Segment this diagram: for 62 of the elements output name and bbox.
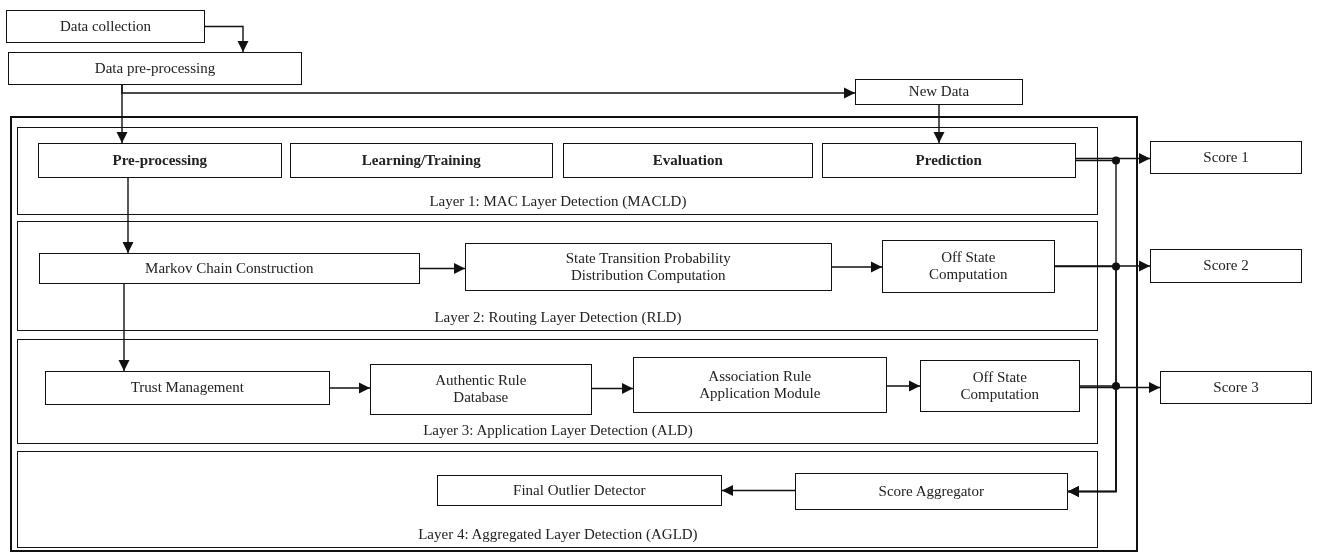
box-label: Learning/Training — [361, 151, 481, 169]
box-label: Off State Computation — [928, 249, 1009, 284]
process-box — [289, 142, 553, 178]
box-label: Authentic Rule Database — [434, 372, 528, 407]
arrow — [118, 283, 130, 372]
process-box — [919, 359, 1080, 412]
process-box — [1150, 141, 1302, 174]
process-box — [464, 242, 832, 291]
box-label: Score Aggregator — [878, 482, 984, 500]
layer-band — [17, 451, 1099, 549]
arrow — [204, 25, 249, 53]
box-label: Data pre-processing — [94, 59, 216, 78]
box-label: State Transition Probability Distribution Computation — [564, 249, 732, 285]
process-box — [436, 474, 722, 506]
layer-title: Layer 1: MAC Layer Detection (MACLD) — [429, 193, 687, 211]
arrow — [933, 104, 945, 144]
box-label: Score 1 — [1203, 148, 1249, 167]
box-label: Prediction — [915, 151, 982, 169]
process-box — [1150, 249, 1302, 283]
box-label: Off State Computation — [959, 368, 1040, 404]
process-box — [44, 370, 330, 405]
process-box — [38, 252, 420, 284]
arrow — [721, 484, 796, 497]
box-label: New Data — [908, 83, 970, 101]
process-box — [1160, 371, 1312, 404]
arrow — [1079, 381, 1161, 394]
layer-title: Layer 4: Aggregated Layer Detection (AGLD) — [418, 526, 698, 544]
layer-title: Layer 3: Application Layer Detection (ALD) — [423, 422, 693, 440]
arrow — [121, 84, 856, 99]
process-box — [881, 239, 1055, 293]
box-label: Score 3 — [1213, 378, 1259, 397]
box-label: Score 2 — [1203, 257, 1249, 275]
process-box — [821, 142, 1076, 178]
box-label: Association Rule Application Module — [698, 367, 822, 403]
box-label: Data collection — [59, 17, 152, 36]
process-box — [6, 10, 205, 43]
box-label: Markov Chain Construction — [145, 259, 314, 277]
container-box — [10, 116, 1138, 552]
arrow — [886, 380, 921, 392]
arrow — [1054, 260, 1151, 272]
box-label: Final Outlier Detector — [513, 481, 646, 499]
arrow — [329, 382, 371, 394]
arrow — [831, 261, 883, 273]
process-box — [794, 472, 1068, 510]
arrow — [1075, 152, 1151, 165]
arrow — [419, 262, 466, 275]
process-box — [632, 356, 887, 413]
arrow — [591, 382, 634, 395]
layer-title: Layer 2: Routing Layer Detection (RLD) — [434, 309, 682, 327]
box-label: Trust Management — [130, 379, 244, 397]
process-box — [8, 52, 302, 85]
arrow — [122, 177, 134, 254]
process-box — [37, 142, 282, 178]
layer-band — [17, 339, 1099, 445]
box-label: Pre-processing — [112, 151, 207, 169]
box-label: Evaluation — [652, 151, 723, 169]
arrow — [1067, 385, 1117, 498]
layer-band — [17, 221, 1099, 332]
layer-band — [17, 127, 1099, 216]
process-box — [562, 142, 813, 178]
process-box — [855, 79, 1023, 105]
process-box — [369, 363, 592, 415]
